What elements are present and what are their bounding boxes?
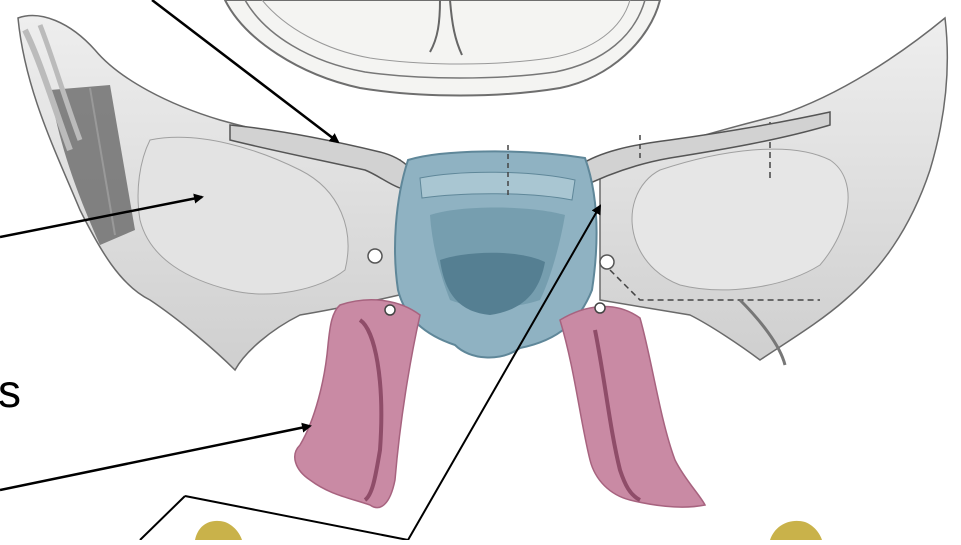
skull-fragment-left [195,521,242,540]
partial-label: s [0,368,21,414]
brain-sketch [225,0,660,96]
right-greater-wing [600,18,947,365]
left-pterygoid-process [295,300,420,508]
pointer-line [140,496,185,540]
skull-fragment-right [770,521,822,540]
pointer-arrow [0,426,310,490]
right-pterygoid-process [560,303,705,507]
